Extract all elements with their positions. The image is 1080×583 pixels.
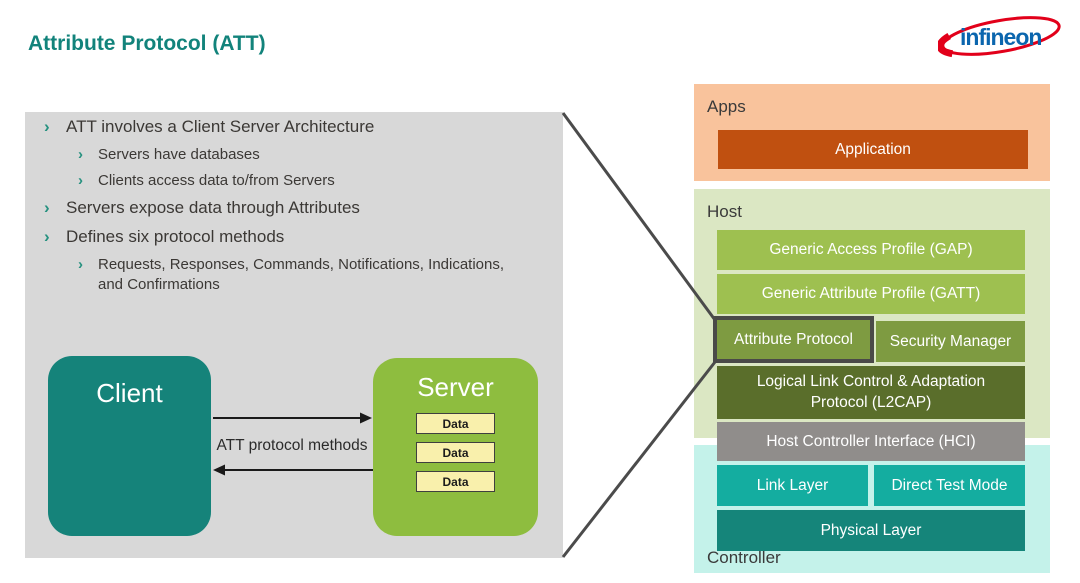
chevron-bullet-icon: › <box>78 256 83 273</box>
bullet-item: › ATT involves a Client Server Architect… <box>44 116 549 138</box>
stack-bar-hci: Host Controller Interface (HCI) <box>717 422 1025 461</box>
logo-wordmark: infineon <box>960 24 1041 50</box>
data-attribute-box: Data <box>416 442 495 463</box>
chevron-bullet-icon: › <box>44 227 50 246</box>
bullet-text: Defines six protocol methods <box>66 227 285 246</box>
stack-bar-security-manager: Security Manager <box>876 321 1025 362</box>
stack-bar-direct-test-mode: Direct Test Mode <box>874 465 1025 506</box>
page-title: Attribute Protocol (ATT) <box>28 32 266 55</box>
section-label-host: Host <box>707 202 742 221</box>
bullet-text: Servers expose data through Attributes <box>66 198 360 217</box>
bullet-text: Requests, Responses, Commands, Notificat… <box>98 256 505 293</box>
stack-bar-application: Application <box>718 130 1028 169</box>
bullet-item: › Servers have databases <box>78 145 549 165</box>
stack-bar-attribute-protocol-highlighted: Attribute Protocol <box>713 316 874 363</box>
data-attribute-box: Data <box>416 413 495 434</box>
client-label: Client <box>96 378 163 408</box>
chevron-bullet-icon: › <box>44 198 50 217</box>
bullet-text: Servers have databases <box>98 146 260 163</box>
section-label-apps: Apps <box>707 97 746 116</box>
chevron-bullet-icon: › <box>44 117 50 136</box>
stack-bar-l2cap: Logical Link Control & Adaptation Protoc… <box>717 366 1025 419</box>
zoom-connector-top-line <box>561 112 717 321</box>
bullet-list: › ATT involves a Client Server Architect… <box>44 116 549 301</box>
stack-bar-gatt: Generic Attribute Profile (GATT) <box>717 274 1025 314</box>
server-box: Server Data Data Data <box>373 358 538 536</box>
client-box: Client <box>48 356 211 536</box>
stack-bar-physical-layer: Physical Layer <box>717 510 1025 551</box>
stack-bar-link-layer: Link Layer <box>717 465 868 506</box>
bullet-item: › Defines six protocol methods <box>44 226 549 248</box>
logo-swoosh <box>938 16 1061 58</box>
data-attribute-box: Data <box>416 471 495 492</box>
bullet-item: › Servers expose data through Attributes <box>44 197 549 219</box>
server-label: Server <box>417 372 494 402</box>
chevron-bullet-icon: › <box>78 146 83 163</box>
section-label-controller: Controller <box>707 548 781 567</box>
zoom-connector-bottom-line <box>561 361 717 558</box>
arrow-label: ATT protocol methods <box>216 437 368 454</box>
server-database: Data Data Data <box>416 413 495 492</box>
bullet-text: Clients access data to/from Servers <box>98 172 335 189</box>
infineon-logo: infineon <box>938 16 1061 58</box>
bullet-text: ATT involves a Client Server Architectur… <box>66 117 375 136</box>
stack-bar-gap: Generic Access Profile (GAP) <box>717 230 1025 270</box>
bullet-item: › Clients access data to/from Servers <box>78 171 549 191</box>
bullet-item: › Requests, Responses, Commands, Notific… <box>78 255 549 295</box>
chevron-bullet-icon: › <box>78 172 83 189</box>
